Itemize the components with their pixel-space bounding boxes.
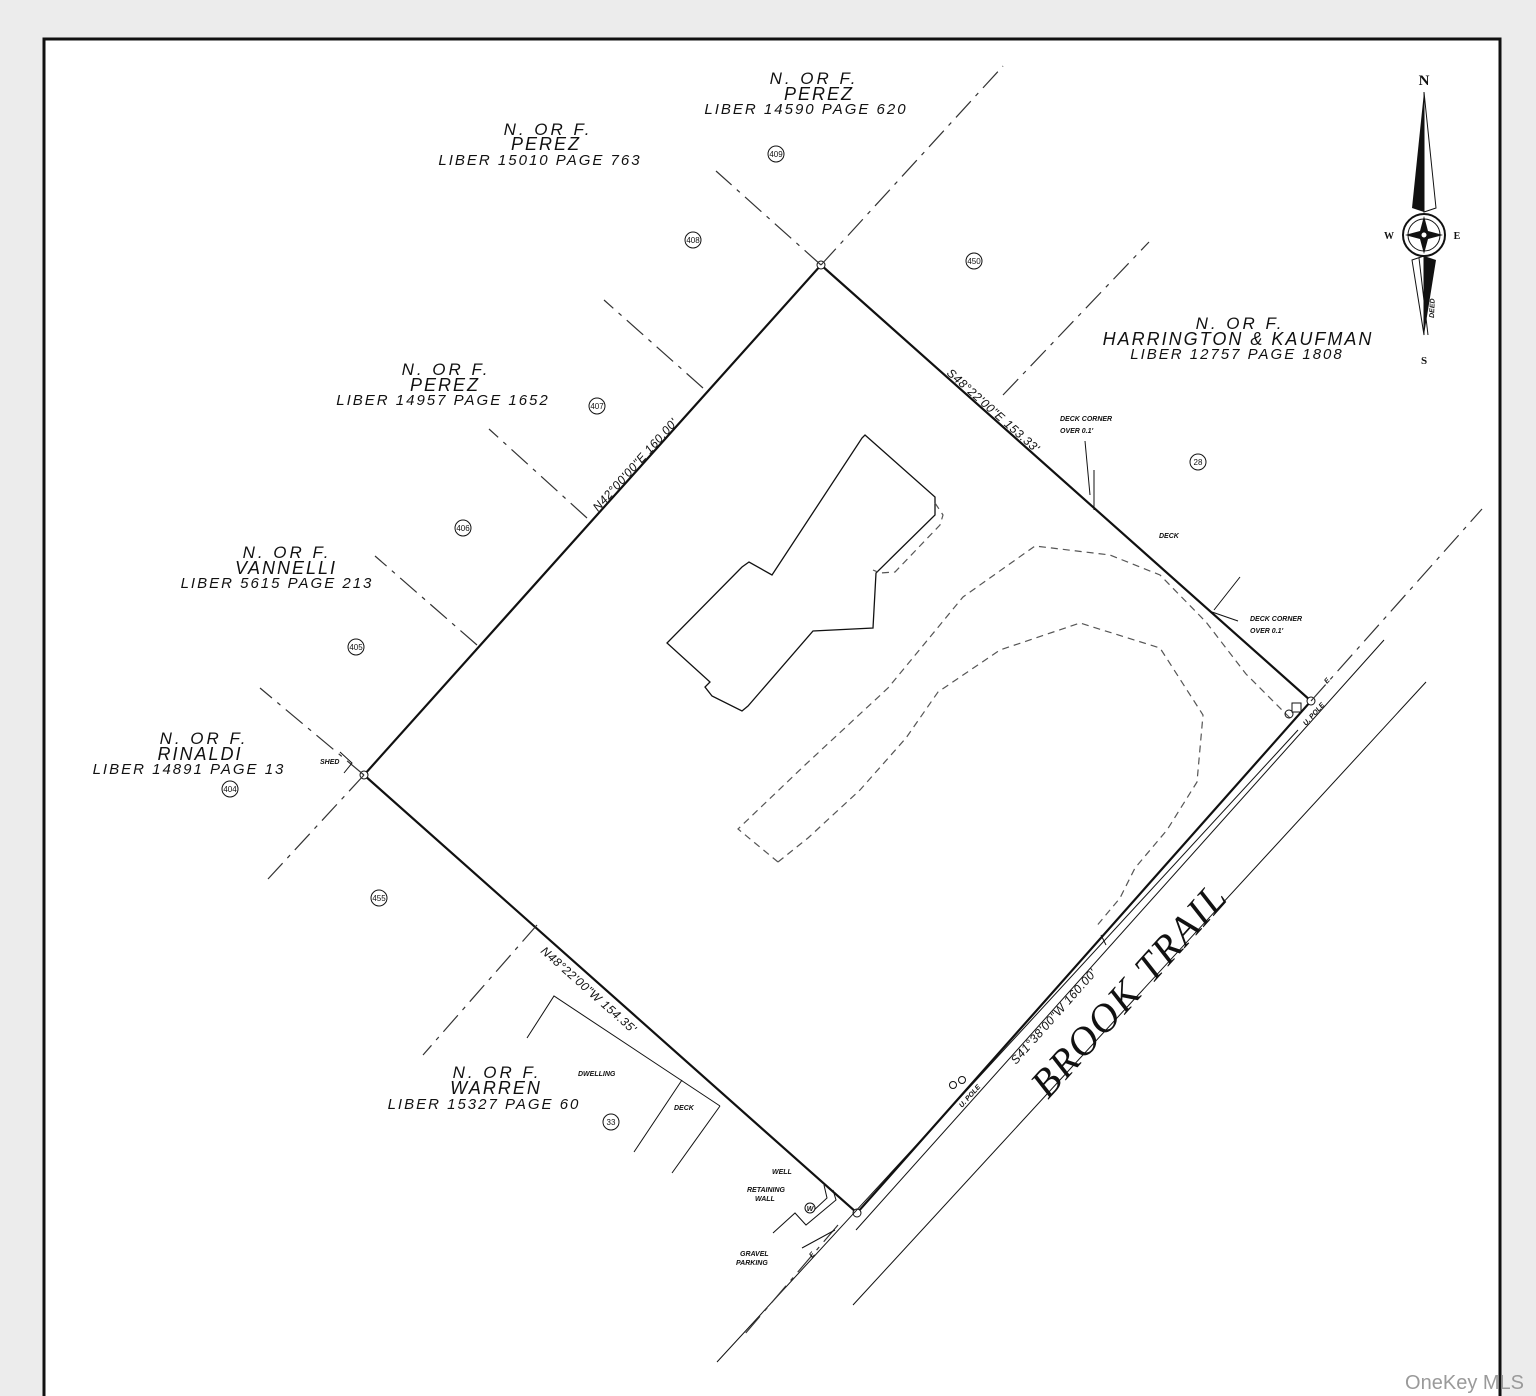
svg-text:409: 409 [769,150,783,159]
svg-text:DECK: DECK [674,1105,695,1112]
svg-text:28: 28 [1194,458,1203,467]
svg-text:WARREN: WARREN [450,1078,542,1098]
neighbor-perez-1652: N. OR F. PEREZ LIBER 14957 PAGE 1652 [336,360,550,409]
lot-33: 33 [602,1113,620,1131]
shed-outline [339,751,353,774]
deck-corner-markers [1084,440,1241,622]
neighbor-rinaldi: N. OR F. RINALDI LIBER 14891 PAGE 13 [93,729,286,778]
svg-text:N. OR F.: N. OR F. [1196,314,1285,333]
svg-text:OVER 0.1': OVER 0.1' [1250,628,1284,635]
svg-text:WALL: WALL [755,1196,775,1203]
svg-text:LIBER 14891 PAGE 13: LIBER 14891 PAGE 13 [93,761,286,778]
svg-text:GRAVEL: GRAVEL [740,1251,769,1258]
lot-408: 408 [684,231,702,249]
svg-text:LIBER 15327 PAGE 60: LIBER 15327 PAGE 60 [388,1096,581,1113]
svg-text:407: 407 [590,402,604,411]
svg-text:DECK: DECK [1159,533,1180,540]
utility-pole-symbols [949,702,1302,1089]
lot-404: 404 [221,780,239,798]
svg-text:RETAINING: RETAINING [747,1187,786,1194]
lot-407: 407 [588,397,606,415]
neighbor-perez-620: N. OR F. PEREZ LIBER 14590 PAGE 620 [704,69,907,118]
lot-405: 405 [347,638,365,656]
svg-text:S: S [1421,355,1427,367]
svg-text:DECK CORNER: DECK CORNER [1250,616,1302,623]
svg-text:W: W [1384,231,1394,242]
svg-text:E: E [808,1251,817,1259]
svg-text:DWELLING: DWELLING [578,1071,616,1078]
svg-text:LIBER 12757 PAGE 1808: LIBER 12757 PAGE 1808 [1130,346,1344,363]
lot-406: 406 [454,519,472,537]
svg-text:HARRINGTON & KAUFMAN: HARRINGTON & KAUFMAN [1103,329,1374,349]
lot-409: 409 [767,145,785,163]
lot-450: 450 [965,252,983,270]
svg-text:LIBER 14590 PAGE 620: LIBER 14590 PAGE 620 [704,101,907,118]
svg-text:PEREZ: PEREZ [511,134,581,154]
lot-455: 455 [370,889,388,907]
lot-28: 28 [1189,453,1207,471]
svg-text:E: E [1323,677,1332,685]
svg-text:PARKING: PARKING [736,1260,768,1267]
neighbor-warren: N. OR F. WARREN LIBER 15327 PAGE 60 [388,1063,581,1113]
neighbor-vannelli: N. OR F. VANNELLI LIBER 5615 PAGE 213 [181,543,374,592]
svg-text:N. OR F.: N. OR F. [504,120,593,139]
svg-text:W: W [807,1206,815,1213]
svg-text:N. OR F.: N. OR F. [402,360,491,379]
svg-text:N. OR F.: N. OR F. [770,69,859,88]
neighbor-harrington-kaufman: N. OR F. HARRINGTON & KAUFMAN LIBER 1275… [1103,314,1374,363]
svg-text:404: 404 [223,785,237,794]
svg-text:406: 406 [456,524,470,533]
warren-features [526,995,837,1249]
driveway-inner [777,622,1204,929]
svg-text:455: 455 [372,894,386,903]
svg-text:DEED: DEED [1429,298,1437,318]
svg-text:PEREZ: PEREZ [784,84,854,104]
svg-text:LIBER 14957 PAGE 1652: LIBER 14957 PAGE 1652 [336,392,550,409]
svg-text:33: 33 [607,1118,616,1127]
svg-text:PEREZ: PEREZ [410,375,480,395]
svg-text:LIBER 5615 PAGE 213: LIBER 5615 PAGE 213 [181,575,374,592]
neighbor-perez-763: N. OR F. PEREZ LIBER 15010 PAGE 763 [438,120,641,169]
svg-text:WELL: WELL [772,1169,792,1176]
svg-text:N. OR F.: N. OR F. [243,543,332,562]
deck-outline [872,502,944,574]
driveway-outer [737,545,1291,863]
svg-text:450: 450 [967,257,981,266]
svg-text:405: 405 [349,643,363,652]
drawing-frame [42,37,1502,1396]
svg-text:DECK CORNER: DECK CORNER [1060,416,1112,423]
dwelling-footprint [666,434,936,712]
svg-text:E: E [1454,231,1461,242]
svg-text:LIBER 15010 PAGE 763: LIBER 15010 PAGE 763 [438,152,641,169]
north-arrow: N S E W DEED [1384,73,1461,367]
svg-text:408: 408 [686,236,700,245]
well-symbol: W [804,1202,816,1214]
lot-numbers: 409 408 450 407 406 405 404 455 33 28 [221,145,1207,1131]
svg-text:N: N [1419,73,1430,89]
svg-text:OVER 0.1': OVER 0.1' [1060,428,1094,435]
svg-text:N. OR F.: N. OR F. [160,729,249,748]
svg-text:N. OR F.: N. OR F. [453,1063,542,1082]
adjoining-lot-lines [259,65,1483,1056]
svg-text:SHED: SHED [320,759,339,766]
watermark: OneKey MLS [1405,1372,1524,1394]
svg-text:RINALDI: RINALDI [157,744,242,764]
svg-text:VANNELLI: VANNELLI [235,558,337,578]
road-lines [716,639,1427,1363]
